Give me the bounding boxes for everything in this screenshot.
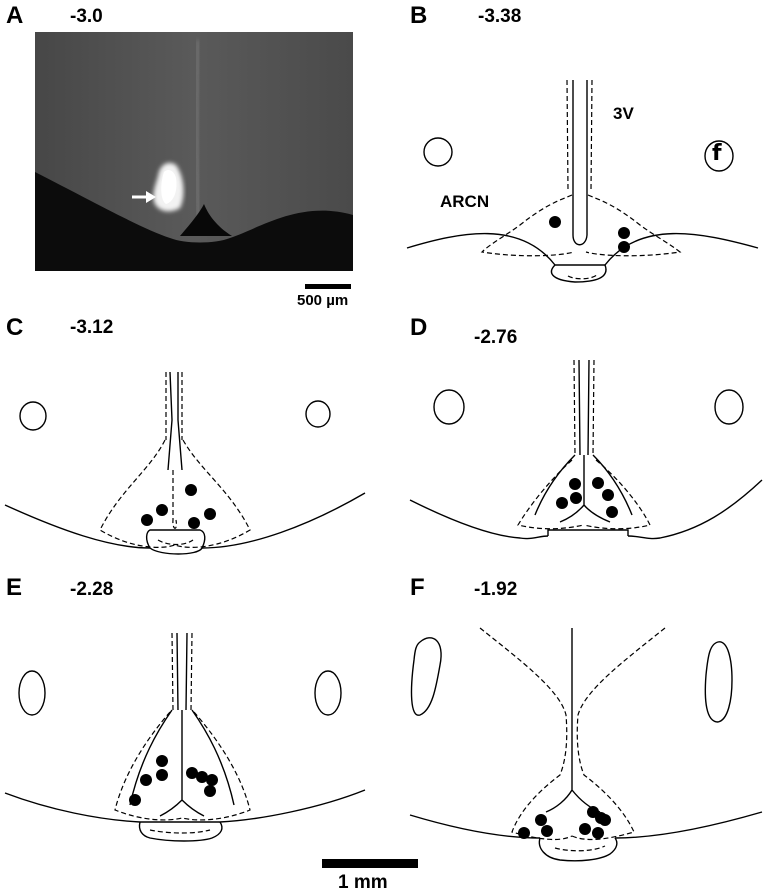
third-ventricle-label: 3V	[613, 104, 634, 123]
panel-d-letter: D	[410, 314, 428, 341]
panel-b-dots	[549, 216, 630, 253]
fornix-label: f	[712, 141, 722, 166]
panel-b-atlas-section	[406, 79, 759, 283]
panel-e-atlas-section	[4, 632, 366, 842]
panel-a-micrograph	[35, 32, 353, 271]
panel-f-dots	[518, 806, 611, 839]
panel-c-dots	[141, 484, 216, 529]
panel-a-letter: A	[6, 2, 24, 29]
panel-f-letter: F	[410, 574, 425, 601]
panel-f-coordinate: -1.92	[474, 579, 518, 600]
third-ventricle-floor	[180, 204, 232, 236]
panel-c-letter: C	[6, 314, 24, 341]
scale-bar-1mm	[322, 859, 418, 868]
scale-label-500um: 500 µm	[297, 292, 349, 309]
panel-e-letter: E	[6, 574, 23, 601]
panel-d-atlas-section	[409, 359, 763, 540]
scale-label-1mm: 1 mm	[338, 872, 388, 893]
panel-b-letter: B	[410, 2, 428, 29]
panel-c-coordinate: -3.12	[70, 317, 114, 338]
panel-d-coordinate: -2.76	[474, 327, 518, 348]
panel-e-dots	[129, 755, 218, 806]
panel-e-coordinate: -2.28	[70, 579, 114, 600]
arcuate-nucleus-label: ARCN	[440, 192, 490, 211]
panel-d-dots	[556, 477, 618, 518]
arrow-right-icon	[132, 191, 156, 203]
panel-c-atlas-section	[4, 371, 366, 555]
panel-b-coordinate: -3.38	[478, 6, 522, 27]
panel-a-coordinate: -3.0	[70, 6, 103, 27]
scale-bar-500um	[305, 284, 351, 289]
lesion-core	[161, 170, 177, 204]
